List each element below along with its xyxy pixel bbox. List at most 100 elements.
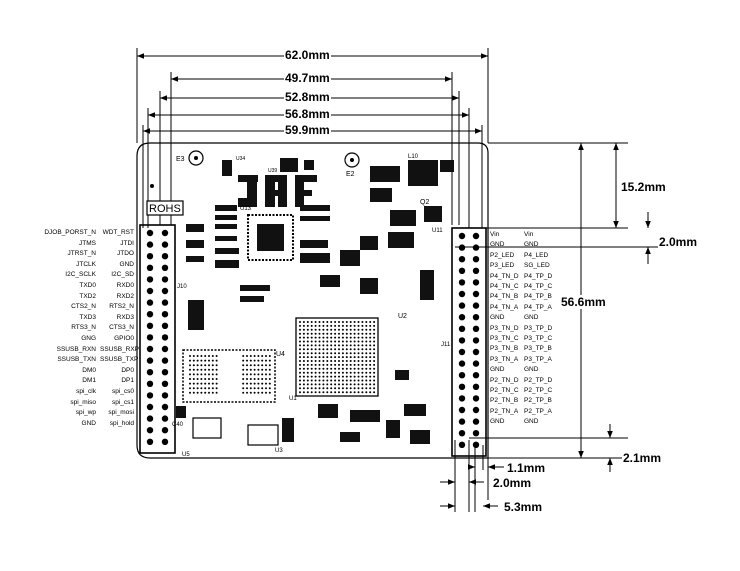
u1-pad: [365, 328, 368, 331]
j10-pin-label-a: SSUSB_TXN: [57, 356, 96, 364]
u1-pad: [345, 391, 348, 394]
label-u39: U39: [268, 168, 277, 174]
j10-pin-label-b: spi_hold: [109, 419, 134, 427]
u4-pad: [261, 387, 264, 390]
j10-pin: [161, 241, 169, 248]
u1-pad: [373, 360, 376, 362]
dim-edge-5-3: 5.3mm: [503, 500, 544, 514]
u1-pad: [334, 344, 337, 347]
u1-pad: [330, 363, 333, 366]
u1-pad: [306, 340, 309, 343]
u1-pad: [330, 324, 333, 327]
j11-pin-label-a: P2_TN_B: [490, 397, 519, 405]
u1-pad: [349, 379, 352, 382]
u1-pad: [341, 387, 344, 390]
j11-pin-label-b: GND: [524, 241, 539, 249]
u4-pad: [211, 368, 214, 371]
u4-pad: [242, 382, 245, 385]
u1-pad: [349, 328, 352, 331]
u1-pad: [334, 356, 337, 359]
j11-pin: [458, 406, 466, 414]
u1-pad: [310, 391, 313, 394]
u1-pad: [306, 332, 309, 335]
u1-pad: [373, 391, 376, 394]
u4-pad: [246, 378, 248, 380]
u1-pad: [314, 375, 317, 378]
u1-pad: [338, 340, 340, 343]
j11-pin: [472, 383, 480, 390]
j11-pin-label-b: P4_TP_D: [524, 272, 553, 280]
u1-pad: [330, 371, 333, 374]
u4-pad: [265, 364, 267, 367]
j11-pin: [472, 244, 480, 251]
u1-pad: [306, 391, 309, 394]
u1-pad: [353, 340, 356, 343]
u1-pad: [345, 360, 348, 362]
u1-pad: [310, 360, 313, 362]
u4-pad: [246, 359, 248, 362]
j10-pin-label-a: TXD0: [79, 282, 96, 289]
u1-pad: [338, 324, 340, 327]
u1-pad: [334, 371, 337, 374]
u4-pad: [253, 364, 256, 367]
u1-pad: [326, 340, 329, 343]
u4-pad: [189, 368, 191, 371]
u1-pad: [322, 321, 325, 323]
j11-pin-label-b: P3_TP_C: [524, 335, 553, 342]
u1-pad: [318, 375, 321, 378]
j10-pin: [161, 427, 169, 434]
j10-pin: [161, 299, 169, 306]
u1-pad: [341, 367, 344, 370]
u1-pad: [361, 371, 364, 374]
j11-pin: [472, 325, 480, 332]
u4-pad: [192, 364, 195, 367]
u1-pad: [349, 375, 352, 378]
j10-pin: [161, 322, 169, 329]
u4-pad: [204, 368, 207, 371]
u1-pad: [330, 356, 333, 359]
u1-pad: [341, 340, 344, 343]
u1-pad: [369, 363, 372, 366]
u1-pad: [345, 321, 348, 323]
u1-pad: [341, 383, 344, 386]
u4-pad: [208, 359, 210, 362]
u1-pad: [365, 348, 368, 351]
u4-pad: [257, 355, 260, 357]
u4-pad: [211, 378, 214, 380]
u1-pad: [341, 371, 344, 374]
u1-pad: [353, 344, 356, 347]
u1-pad: [341, 352, 344, 355]
u1-pad: [345, 348, 348, 351]
u1-pad: [338, 332, 340, 335]
j11-pin: [472, 406, 480, 414]
rohs-mark: ROHS: [149, 203, 181, 215]
u1-pad: [357, 336, 360, 339]
u1-pad: [310, 367, 313, 370]
j10-pin: [161, 334, 169, 341]
u1-pad: [373, 356, 376, 359]
dim-width-56-8: 56.8mm: [284, 107, 331, 121]
u4-pad: [204, 355, 207, 357]
u1-pad: [318, 391, 321, 394]
u1-pad: [330, 387, 333, 390]
u1-pad: [326, 344, 329, 347]
u1-pad: [306, 328, 309, 331]
u1-pad: [299, 324, 301, 327]
u1-pad: [345, 332, 348, 335]
j11-pin-label-b: P2_TP_C: [524, 387, 553, 394]
u1-pad: [341, 356, 344, 359]
u1-pad: [302, 352, 305, 355]
u1-pad: [310, 336, 313, 339]
u1-pad: [373, 328, 376, 331]
u4-pad: [200, 359, 203, 362]
u1-pad: [353, 383, 356, 386]
u4-pad: [265, 368, 267, 371]
u1-pad: [314, 371, 317, 374]
u1-pad: [306, 348, 309, 351]
u1-pad: [365, 356, 368, 359]
u4-pad: [246, 355, 248, 357]
j11-pin-label-b: P3_TP_A: [524, 355, 552, 363]
u1-pad: [357, 367, 360, 370]
u1-pad: [369, 375, 372, 378]
u1-pad: [322, 328, 325, 331]
